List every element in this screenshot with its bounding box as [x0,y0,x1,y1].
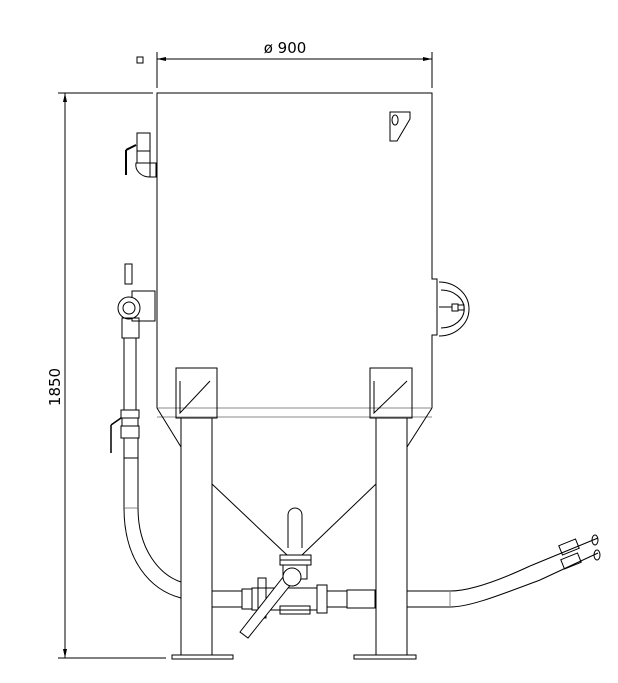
lifting-lug [389,111,411,142]
bottom-pipe [211,565,541,639]
side-valve [117,263,156,339]
nozzles [529,534,601,581]
pressure-gauge [438,281,470,337]
height-dimension-label: 1850 [46,368,64,406]
small-marker [136,56,144,64]
width-dimension: ø 900 [156,39,433,88]
height-dimension: 1850 [46,92,166,659]
air-pipe-left [110,338,182,599]
width-dimension-label: ø 900 [264,39,307,57]
left-leg [171,367,234,660]
tank-body [156,92,438,556]
top-inlet-valve [125,132,157,178]
right-leg [353,367,417,660]
